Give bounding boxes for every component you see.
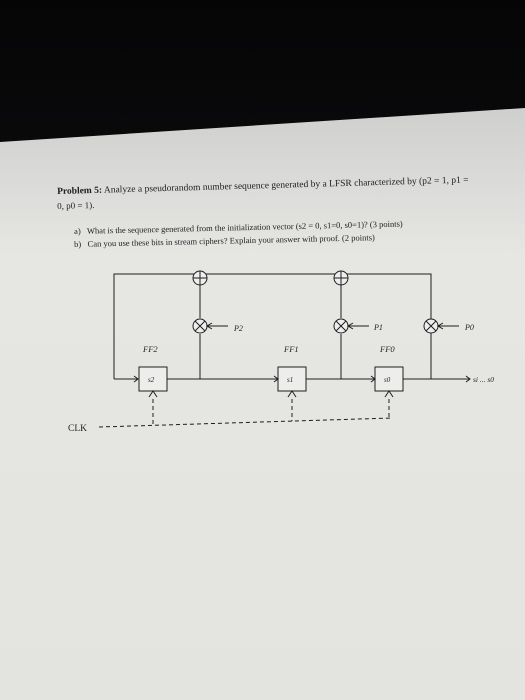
state-label: s0 — [384, 376, 391, 384]
arrow-into-ff0 — [370, 375, 376, 383]
clock-triangle — [148, 390, 158, 398]
p1-arrow — [347, 322, 369, 330]
arrow-into-ff1 — [273, 375, 279, 383]
multiplier-icon — [333, 318, 349, 334]
ff1-box — [277, 366, 307, 392]
clock-triangle — [287, 390, 297, 398]
xor-adder-icon — [333, 270, 349, 286]
clk-label: CLK — [68, 424, 87, 434]
multiplier-icon — [192, 318, 208, 334]
output-arrow — [465, 375, 471, 383]
arrow-into-ff2 — [133, 375, 139, 383]
tap-label: P2 — [233, 324, 243, 333]
flipflop-label: FF1 — [283, 344, 299, 354]
flipflop-label: FF0 — [379, 344, 395, 354]
feedback-top-wire — [113, 273, 432, 379]
multiplier-icon — [423, 318, 439, 334]
tap-label: P1 — [373, 323, 383, 332]
state-label: s2 — [148, 376, 155, 384]
output-sequence-label: si ... s0 — [473, 375, 494, 384]
p0-arrow — [437, 322, 459, 330]
clock-dashes — [98, 399, 393, 428]
tap-label: P0 — [464, 323, 474, 332]
flipflop-label: FF2 — [142, 344, 158, 354]
p2-arrow — [206, 322, 228, 330]
xor-adder-icon — [192, 270, 208, 286]
state-label: s1 — [287, 376, 293, 384]
clock-triangle — [384, 390, 394, 398]
